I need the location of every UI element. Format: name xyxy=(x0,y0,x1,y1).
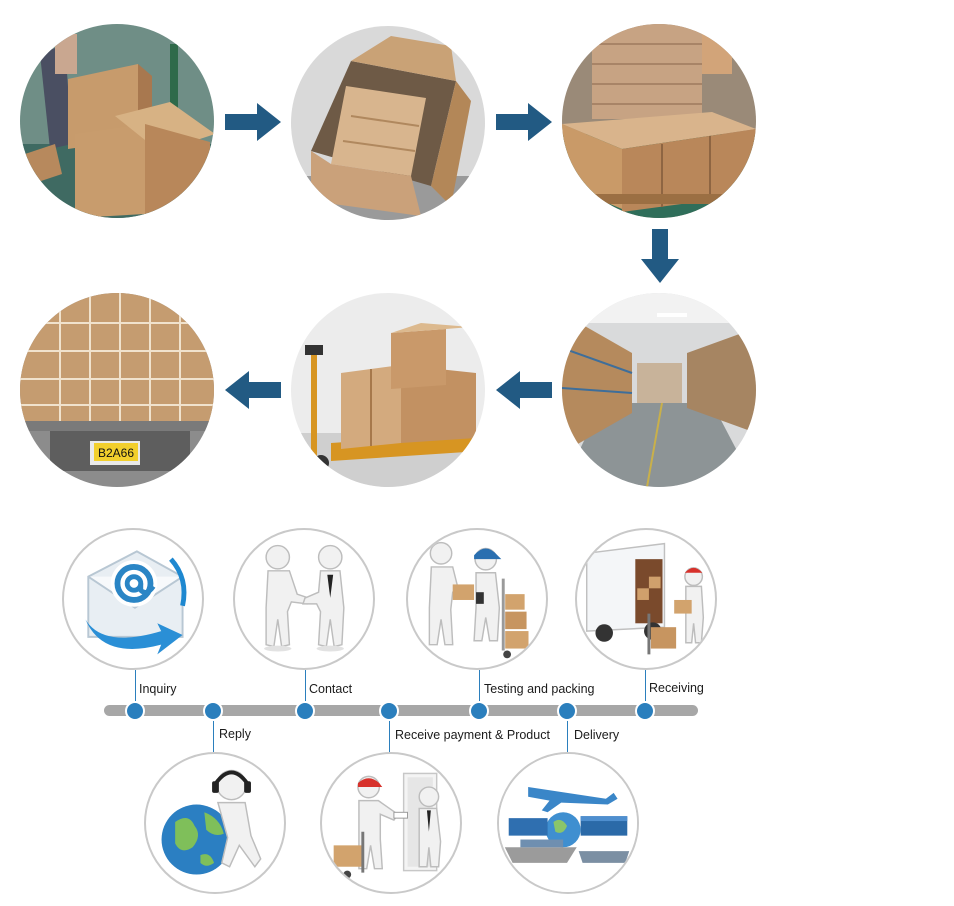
step-label-reply: Reply xyxy=(219,727,251,741)
timeline-dot-contact xyxy=(295,701,315,721)
headset-support-icon xyxy=(161,769,262,875)
receiving-circle xyxy=(575,528,717,670)
email-at-icon xyxy=(85,550,187,655)
photo-packed-cartons xyxy=(562,24,756,218)
courier-delivery-icon xyxy=(333,772,442,879)
testing-circle xyxy=(406,528,548,670)
photo-warehouse xyxy=(562,293,756,487)
arrow-left-icon xyxy=(496,371,552,409)
packing-workers-icon xyxy=(428,541,529,659)
step-label-payment: Receive payment & Product xyxy=(395,728,550,742)
connector-inquiry xyxy=(135,670,136,707)
photo-truck-loading: B2A66 xyxy=(20,293,214,487)
connector-contact xyxy=(305,670,306,707)
connector-receiving xyxy=(645,670,646,707)
timeline-dot-payment xyxy=(379,701,399,721)
connector-delivery xyxy=(567,716,568,752)
inquiry-circle xyxy=(62,528,204,670)
arrow-down-icon xyxy=(641,229,679,283)
step-label-receiving: Receiving xyxy=(649,681,704,695)
photo-open-carton xyxy=(291,26,485,220)
step-label-testing: Testing and packing xyxy=(484,682,595,696)
photo-folding-boxes xyxy=(20,24,214,218)
payment-circle xyxy=(320,752,462,894)
transport-globe-icon xyxy=(499,754,637,892)
timeline-dot-inquiry xyxy=(125,701,145,721)
timeline-dot-reply xyxy=(203,701,223,721)
step-label-contact: Contact xyxy=(309,682,353,696)
arrow-right-icon xyxy=(225,103,281,141)
truck-plate: B2A66 xyxy=(98,446,134,460)
connector-reply xyxy=(213,716,214,752)
delivery-circle xyxy=(497,752,639,894)
timeline-dot-receiving xyxy=(635,701,655,721)
timeline-dot-testing xyxy=(469,701,489,721)
timeline-bar xyxy=(104,705,698,716)
timeline-dot-delivery xyxy=(557,701,577,721)
arrow-left-icon xyxy=(225,371,281,409)
arrow-right-icon xyxy=(496,103,552,141)
step-label-inquiry: Inquiry xyxy=(139,682,177,696)
connector-testing xyxy=(479,670,480,707)
contact-circle xyxy=(233,528,375,670)
handshake-icon xyxy=(264,544,345,652)
step-label-delivery: Delivery xyxy=(574,728,620,742)
connector-payment xyxy=(389,716,390,752)
reply-circle xyxy=(144,752,286,894)
photo-pallet-jack xyxy=(291,293,485,487)
delivery-truck-icon xyxy=(585,542,705,655)
